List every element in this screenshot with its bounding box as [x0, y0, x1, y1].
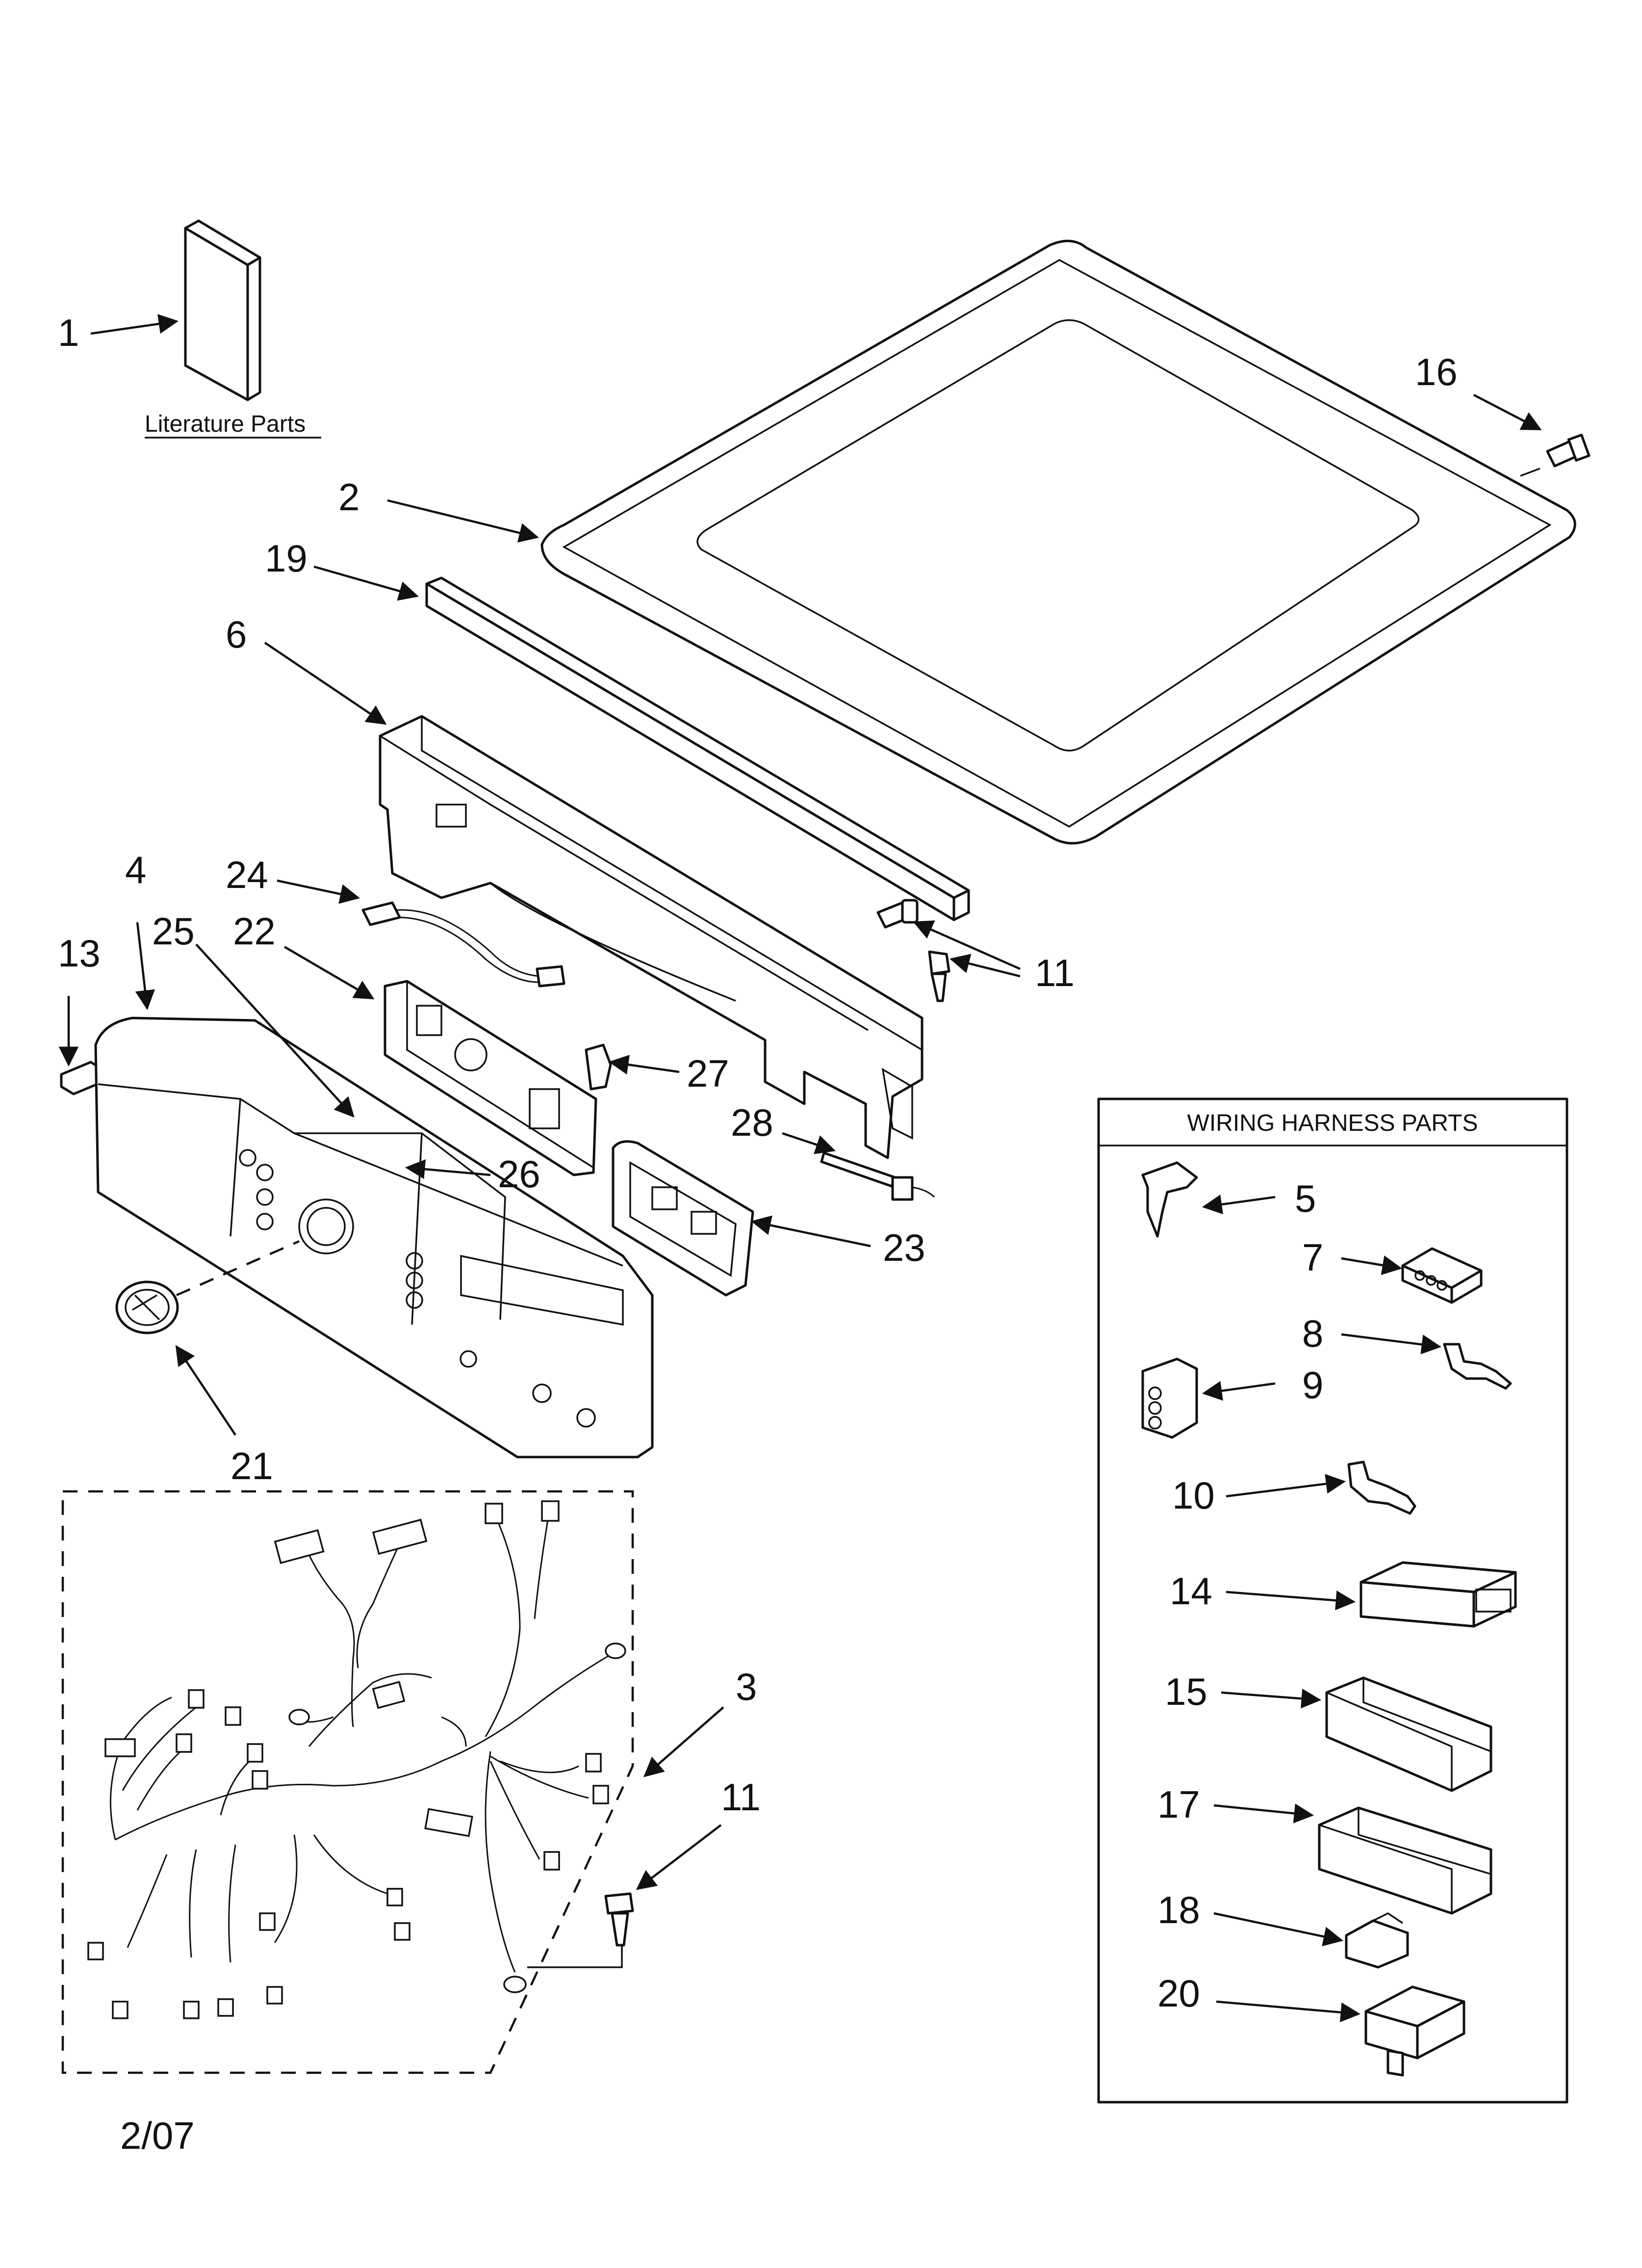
callout-18: 18 [1157, 1888, 1200, 1931]
callout-17: 17 [1157, 1783, 1200, 1826]
callout-10: 10 [1172, 1474, 1215, 1517]
callout-26: 26 [498, 1152, 540, 1196]
callout-19: 19 [265, 537, 308, 580]
display-board-23 [612, 1140, 754, 1297]
terminal-10 [1347, 1460, 1416, 1515]
clip-27 [585, 1043, 612, 1091]
connector-15 [1325, 1676, 1492, 1792]
callout-11-lower: 11 [721, 1775, 761, 1819]
callout-23: 23 [883, 1226, 925, 1269]
screw-11-lower [527, 1892, 634, 1968]
wiring-box-title: WIRING HARNESS PARTS [1187, 1110, 1478, 1136]
callout-22: 22 [233, 910, 276, 953]
callout-13: 13 [58, 932, 101, 975]
main-wiring-harness [87, 1500, 626, 2019]
callout-9: 9 [1302, 1363, 1323, 1407]
callout-25: 25 [152, 910, 195, 953]
callout-14: 14 [1170, 1569, 1212, 1613]
trim-strip [425, 576, 970, 921]
knob-alignment-line [176, 1240, 300, 1297]
callout-28: 28 [731, 1101, 773, 1144]
callout-3: 3 [736, 1665, 757, 1708]
callout-16: 16 [1415, 350, 1458, 393]
callout-21: 21 [231, 1444, 273, 1487]
top-panel [540, 239, 1576, 845]
callout-15: 15 [1165, 1670, 1207, 1713]
literature-booklet [184, 219, 261, 401]
terminal-8 [1443, 1343, 1512, 1390]
callout-11-upper: 11 [1035, 951, 1075, 994]
connector-20 [1364, 1985, 1465, 2077]
callout-20: 20 [1157, 1972, 1200, 2015]
connector-9 [1141, 1357, 1198, 1439]
callout-2: 2 [338, 475, 359, 519]
connector-18 [1345, 1912, 1409, 1969]
harness-dashed-box [61, 1490, 634, 2074]
callout-27: 27 [687, 1052, 729, 1095]
cable-tie-28 [820, 1151, 935, 1201]
date-code: 2/07 [120, 2114, 195, 2157]
leader-lines [58, 314, 1542, 2023]
connector-17 [1318, 1806, 1492, 1915]
harness-lead-24 [361, 901, 565, 988]
callout-5: 5 [1295, 1177, 1316, 1220]
connector-7 [1401, 1247, 1483, 1304]
console-bracket [379, 715, 924, 1159]
callout-numbers: 1 2 3 4 5 6 7 8 9 10 11 11 13 14 15 16 1… [58, 311, 1458, 2015]
knob-21 [115, 1280, 179, 1334]
connector-14 [1360, 1561, 1517, 1628]
console-panel-4 [94, 1017, 654, 1459]
callout-1: 1 [58, 311, 79, 354]
callout-7: 7 [1302, 1236, 1323, 1279]
harness-clip-5 [1141, 1161, 1198, 1238]
control-board-22 [384, 980, 597, 1176]
callout-8: 8 [1302, 1312, 1323, 1355]
callout-4: 4 [125, 848, 146, 891]
callout-6: 6 [226, 613, 247, 656]
screw-11-upper [876, 899, 950, 1002]
literature-caption: Literature Parts [145, 411, 306, 437]
callout-24: 24 [226, 853, 268, 896]
screw-16 [1520, 434, 1591, 477]
